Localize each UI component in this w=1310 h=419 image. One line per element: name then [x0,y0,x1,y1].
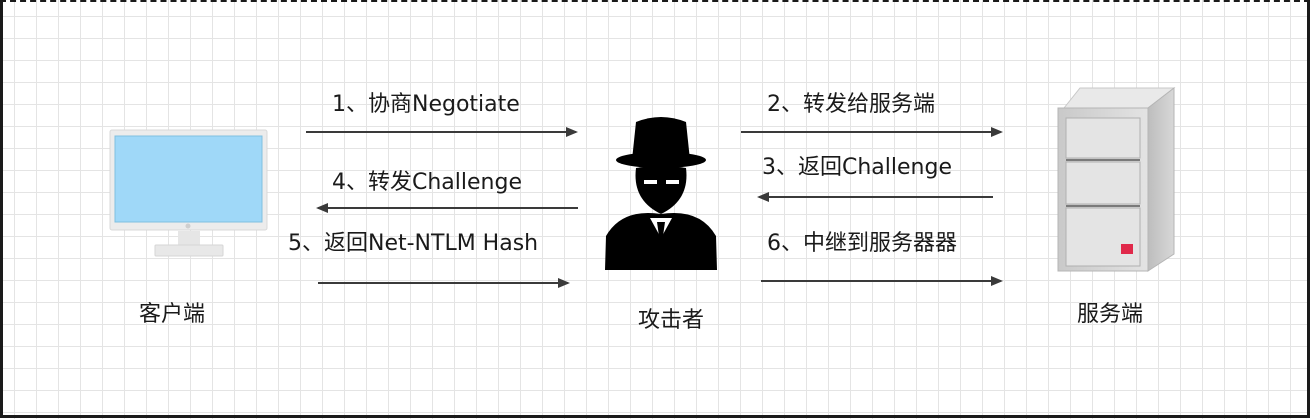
edge-label-4: 4、转发Challenge [332,170,522,195]
desktop-monitor-icon [109,129,268,257]
edge-label-2: 2、转发给服务端 [767,92,935,117]
edge-label-6: 6、中继到服务器器 [767,231,957,256]
server-tower-icon [1057,86,1176,272]
edge-label-3: 3、返回Challenge [762,155,952,180]
node-label-server: 服务端 [1077,302,1144,327]
node-label-attacker: 攻击者 [638,308,705,333]
edge-label-5: 5、返回Net-NTLM Hash [288,231,539,256]
hacker-spy-icon [605,117,717,270]
node-label-client: 客户端 [139,302,206,327]
edge-label-1: 1、协商Negotiate [332,92,520,117]
